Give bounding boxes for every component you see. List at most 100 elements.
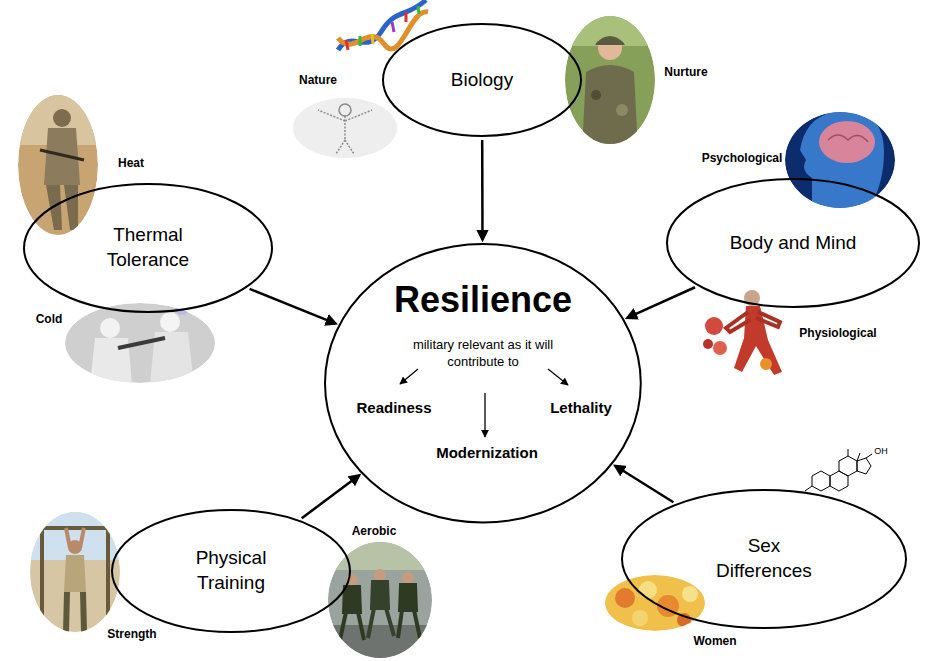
node-outline xyxy=(23,183,273,313)
runner-body xyxy=(340,587,364,640)
molecule-ring xyxy=(839,456,857,476)
topic-ellipse: Physical Training xyxy=(111,509,351,633)
outcome-label: Readiness xyxy=(356,398,431,418)
helix-rung xyxy=(372,34,373,44)
picture-label: Nature xyxy=(299,73,337,87)
blood-cell xyxy=(713,341,727,355)
camo-spot xyxy=(616,104,628,116)
helix-rung xyxy=(418,6,419,14)
outcome-label: Lethality xyxy=(550,398,612,418)
influence-arrow xyxy=(250,289,336,324)
outline-ellipse xyxy=(383,24,581,136)
pullup-bar xyxy=(38,526,112,530)
runner-head xyxy=(374,569,386,581)
athlete-body xyxy=(64,555,86,592)
node-title: Physical Training xyxy=(184,546,279,595)
core-circle: Resilience military relevant as it will c… xyxy=(324,243,642,524)
topic-ellipse: Body and Mind xyxy=(666,178,920,308)
organ-blob xyxy=(760,358,772,370)
outline-ellipse xyxy=(112,510,350,632)
steroid-molecule xyxy=(805,449,872,491)
photo-trees xyxy=(328,540,432,570)
soldier-photo xyxy=(565,16,655,150)
cell xyxy=(682,586,698,602)
blood-cell xyxy=(705,317,723,335)
node-title: Resilience xyxy=(394,277,572,324)
cell xyxy=(639,581,657,599)
cell xyxy=(615,588,635,608)
node-title: Biology xyxy=(451,68,513,93)
picture-label: Heat xyxy=(118,156,144,170)
picture-label: Nurture xyxy=(664,65,707,79)
pullup-photo xyxy=(30,510,120,640)
influence-arrow xyxy=(627,287,695,318)
photo-ground xyxy=(18,95,98,235)
dna-figure xyxy=(293,98,397,158)
photo-ground xyxy=(65,303,215,383)
cell xyxy=(632,610,648,626)
cold-photo xyxy=(65,301,215,385)
runners-photo xyxy=(328,540,432,660)
dna-helix xyxy=(338,0,428,50)
desert-soldier-photo xyxy=(18,95,98,235)
outline-ellipse xyxy=(24,184,272,312)
brain-fold xyxy=(828,135,868,142)
influence-arrow xyxy=(615,466,673,503)
helix-rung xyxy=(346,40,348,50)
node-title: Body and Mind xyxy=(730,231,857,256)
small-arrow xyxy=(548,369,568,385)
influence-arrow xyxy=(481,140,484,240)
soldier-helmet xyxy=(53,109,71,127)
runner-head xyxy=(402,572,414,584)
outcome-label: Modernization xyxy=(436,443,538,463)
node-outline xyxy=(621,489,907,629)
figure-head xyxy=(339,104,351,116)
topic-ellipse: Biology xyxy=(382,23,582,137)
molecule-ring xyxy=(857,458,871,474)
blood-cell xyxy=(703,339,713,349)
picture-label: Strength xyxy=(107,627,156,641)
molecule-bond xyxy=(866,454,872,458)
node-subtitle: military relevant as it will contribute … xyxy=(383,337,583,371)
figure-body xyxy=(318,110,372,154)
molecule-bond xyxy=(848,449,849,456)
brain-shape xyxy=(819,121,875,163)
helix-strand xyxy=(338,12,428,49)
influence-arrow xyxy=(302,475,360,518)
athlete-head xyxy=(68,540,82,554)
pullup-post xyxy=(106,528,110,640)
small-arrow xyxy=(484,393,485,437)
athlete-legs xyxy=(66,592,84,632)
soldier-hood xyxy=(100,318,120,338)
head-profile xyxy=(800,110,884,210)
runner-body xyxy=(368,582,394,638)
node-outline xyxy=(111,509,351,633)
soldier-cap xyxy=(595,36,625,45)
helix-rung xyxy=(405,12,408,22)
molecule-bond xyxy=(857,453,860,461)
outline-ellipse xyxy=(622,490,906,628)
soldier-hood xyxy=(160,312,180,332)
photo-trees xyxy=(565,16,655,46)
figure-oval xyxy=(293,98,397,158)
molecule-bond xyxy=(805,486,812,491)
node-title: Thermal Tolerance xyxy=(96,223,201,272)
camo-spot xyxy=(591,90,601,100)
node-title: Sex Differences xyxy=(708,534,820,583)
outline-ellipse xyxy=(667,179,919,307)
picture-label: Cold xyxy=(36,312,63,326)
topic-ellipse: Thermal Tolerance xyxy=(23,183,273,313)
outline-ellipse xyxy=(325,244,641,523)
topic-ellipse: Sex Differences xyxy=(621,489,907,629)
molecule-ring xyxy=(812,471,830,491)
soldier-uniform xyxy=(582,65,638,150)
small-arrow xyxy=(400,369,418,384)
soldier-rifle xyxy=(118,338,165,348)
picture-label: OH xyxy=(874,446,888,456)
helix-rung xyxy=(359,36,362,46)
runner-body xyxy=(398,585,420,638)
helix-rung xyxy=(392,22,394,32)
figure-arms xyxy=(726,312,780,332)
